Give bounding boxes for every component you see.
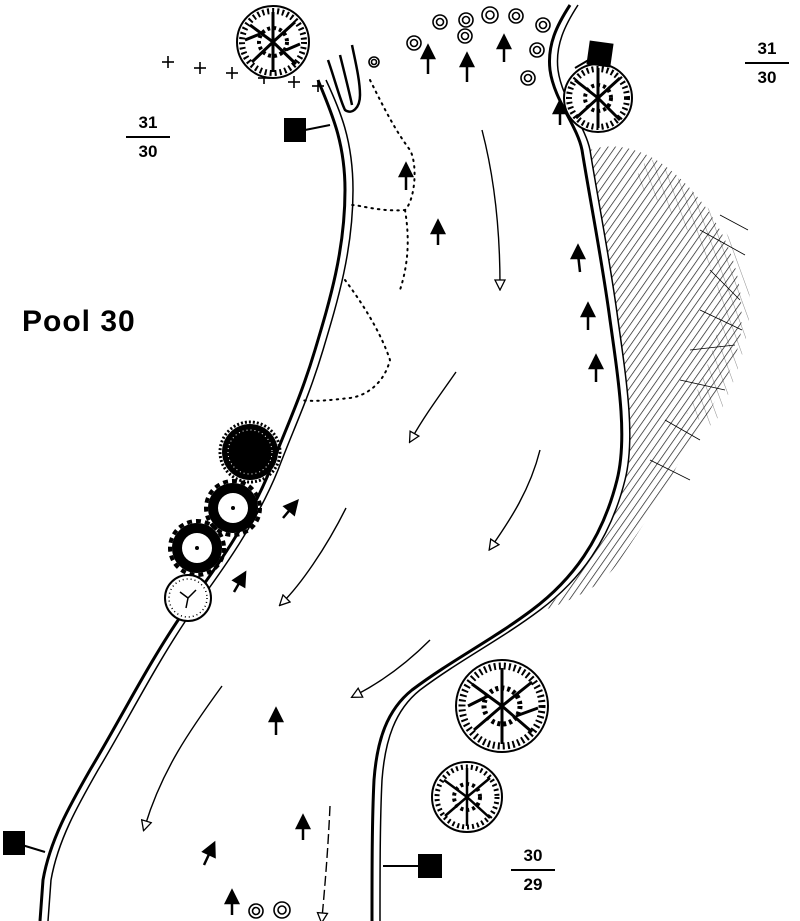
transect-lower-station: 30: [757, 68, 777, 87]
transect-upper-station: 31: [745, 38, 789, 64]
transect-label-top-left: 31 30: [118, 112, 178, 163]
tree-right-large: [455, 659, 549, 753]
transect-label-top-right: 31 30: [737, 38, 797, 89]
left-stream-bank: [38, 79, 354, 921]
conifer-tree: [218, 420, 282, 484]
transect-marker: [3, 831, 46, 855]
deciduous-shrub: [164, 574, 212, 622]
transect-marker: [383, 854, 442, 878]
boulder-group: [248, 6, 551, 919]
tree-top-left: [236, 5, 310, 79]
solid-arrows: [201, 33, 605, 915]
transect-upper-station: 31: [126, 112, 170, 138]
tree-right-small: [431, 761, 503, 833]
transect-label-bottom-right: 30 29: [503, 845, 563, 896]
eroded-bank-hatching: [540, 146, 742, 612]
bank-scribbles: [649, 214, 749, 481]
transect-lower-station: 30: [138, 142, 158, 161]
transect-marker: [574, 40, 614, 69]
transect-marker: [284, 118, 331, 142]
tree-top-right: [563, 63, 633, 133]
shrub: [168, 519, 226, 577]
flow-arrows: [145, 129, 541, 918]
shrub: [204, 479, 262, 537]
right-stream-bank: [370, 4, 631, 921]
pool-title: Pool 30: [22, 305, 136, 338]
riffle-dotted-outline: [299, 79, 416, 402]
transect-lower-station: 29: [523, 875, 543, 894]
side-channel: [326, 44, 362, 113]
transect-upper-station: 30: [511, 845, 555, 871]
